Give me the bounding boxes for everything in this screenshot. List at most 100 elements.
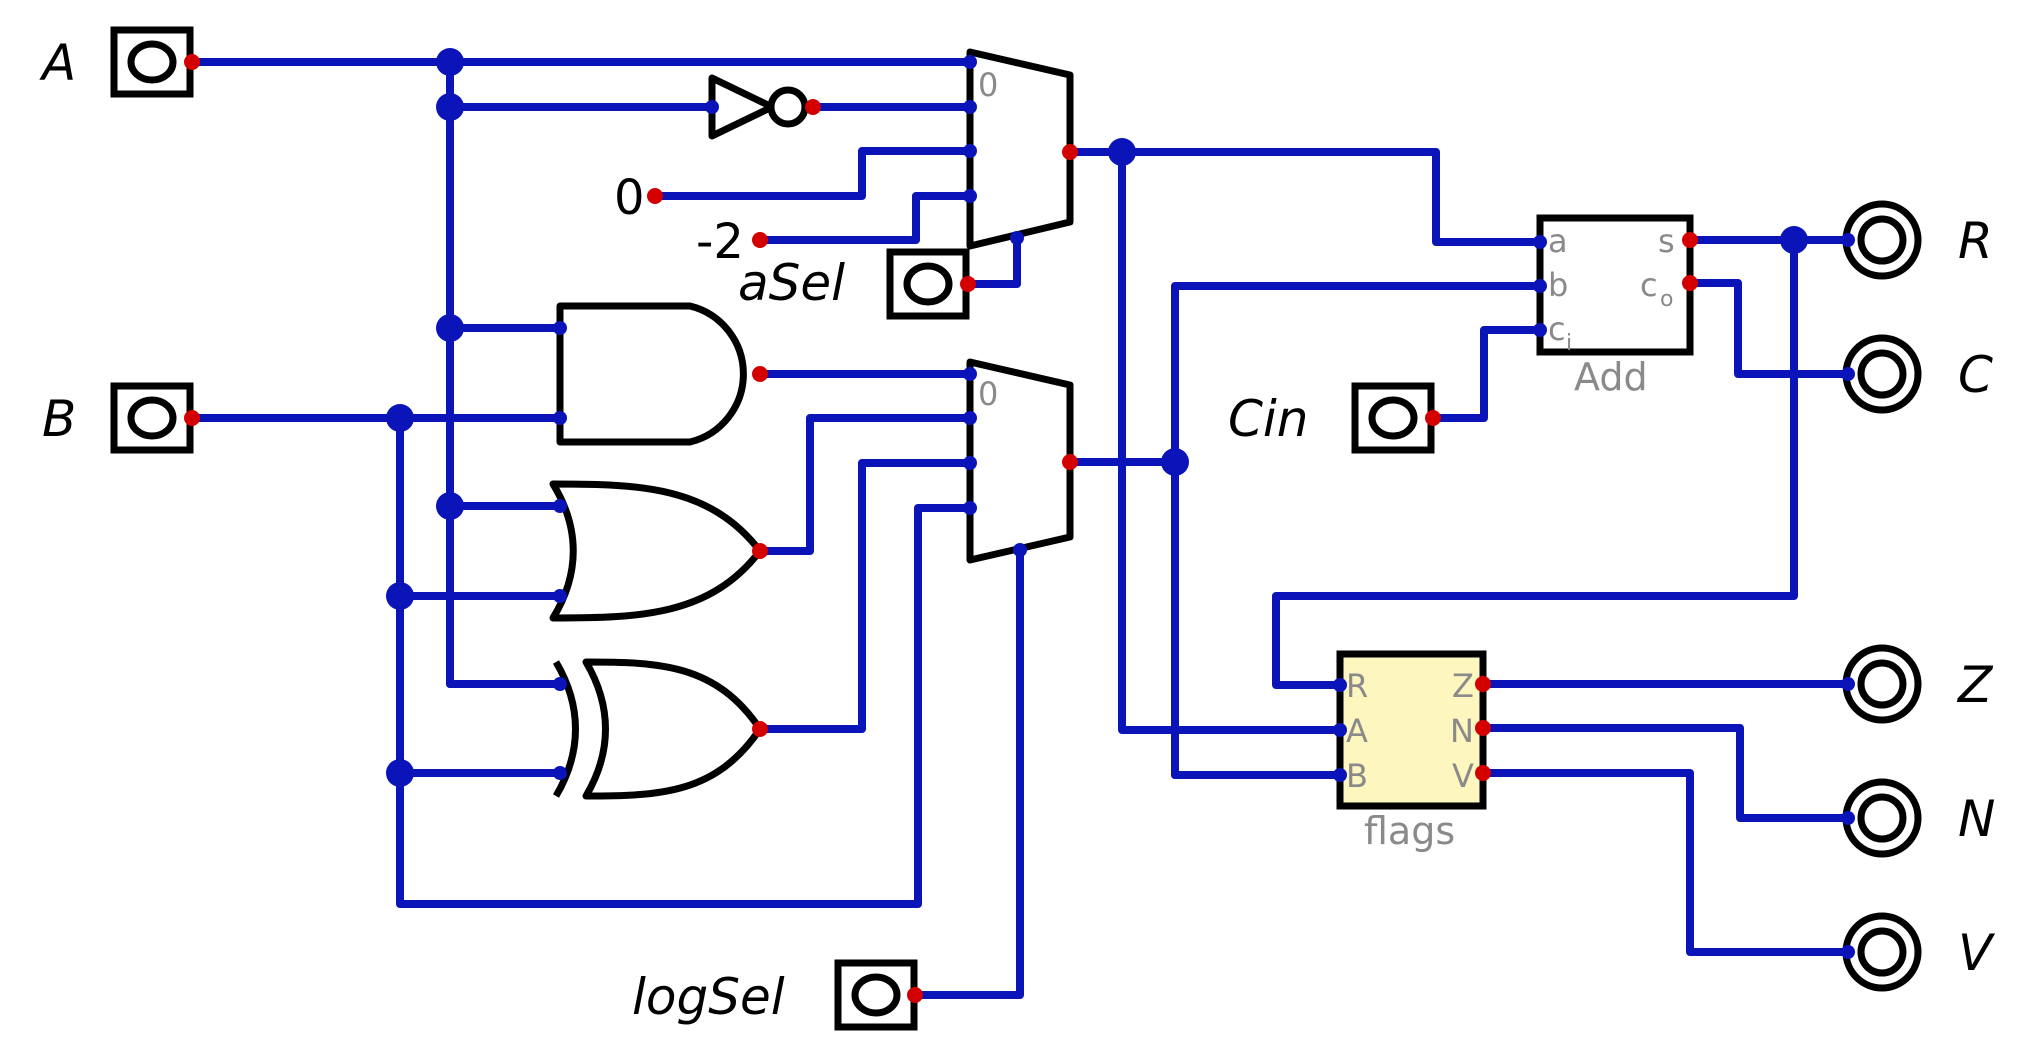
output-pin-dot [752,721,768,737]
and-gate-body [556,302,747,446]
output-pin-dot [1682,232,1698,248]
output-r-label: R [1958,212,1993,270]
input-pin-dot [1333,768,1347,782]
output-r[interactable]: R [1841,200,1993,280]
input-pin-dot [1533,235,1547,249]
xor-gate-back-curve [552,660,579,798]
junction [1108,138,1136,166]
input-pin-dot [963,411,977,425]
or-gate-body [549,480,764,622]
adder-pin-a-label: a [1548,222,1568,260]
output-c-label: C [1958,346,1993,404]
input-asel[interactable]: aSel [738,248,976,320]
junction [386,404,414,432]
input-pin-dot [1333,678,1347,692]
and-gate[interactable] [553,302,768,446]
input-pin-dot [963,189,977,203]
input-pin-dot [553,766,567,780]
mux-top[interactable]: 0 [963,48,1078,250]
junction [436,492,464,520]
input-cin-terminal-ring [1368,396,1418,440]
output-n-label: N [1958,790,1995,848]
output-v-terminal-inner [1857,927,1907,977]
output-pin-dot [1682,275,1698,291]
wire-r-to-flags [1272,236,1798,689]
input-logsel[interactable]: logSel [632,959,923,1031]
input-b-terminal-ring [127,396,177,440]
output-pin-dot [752,543,768,559]
output-pin-dot [1062,454,1078,470]
output-pin-dot [752,232,768,248]
output-pin-dot [960,276,976,292]
flags-name: flags [1364,809,1455,853]
input-pin-dot [1533,323,1547,337]
input-pin-dot [553,499,567,513]
wire-b-vertical-bus [396,414,974,908]
junction [1780,226,1808,254]
input-pin-dot [1841,233,1855,247]
adder-pin-ci-subscript: i [1566,331,1572,356]
input-pin-dot [553,321,567,335]
select-pin-dot [1013,543,1027,557]
input-pin-dot [553,589,567,603]
xor-gate[interactable] [552,658,768,800]
input-a-label: A [39,34,76,92]
wires [188,58,1852,999]
junctions [386,48,1808,787]
select-pin-dot [1010,231,1024,245]
wire-or-to-mux-bottom [756,414,974,555]
wire-xor-to-mux-bottom [756,459,974,733]
wire-logsel-to-mux-bottom [911,546,1024,999]
input-b[interactable]: B [42,382,200,454]
output-c[interactable]: C [1841,334,1993,414]
output-z-terminal-inner [1857,659,1907,709]
output-n[interactable]: N [1841,778,1995,858]
output-z-label: Z [1956,656,1994,714]
input-pin-dot [1841,945,1855,959]
input-pin-dot [963,501,977,515]
junction [436,314,464,342]
not-gate-bubble [767,86,809,128]
wire-cin-to-adder [1429,326,1544,422]
wire-constm2-to-mux-top [756,192,974,244]
input-cin[interactable]: Cin [1228,382,1441,454]
flags-pin-a-label: A [1346,712,1368,750]
input-asel-label: aSel [738,254,845,312]
input-pin-dot [553,677,567,691]
constant-minus-two: -2 [696,214,768,270]
junction [1161,448,1189,476]
output-pin-dot [907,987,923,1003]
mux-bottom-body [966,358,1074,564]
output-r-terminal-inner [1857,215,1907,265]
output-c-terminal-inner [1857,349,1907,399]
input-logsel-terminal-ring [851,973,901,1017]
mux-top-body [966,48,1074,250]
mux-bottom[interactable]: 0 [963,358,1078,564]
flags-pin-v-label: V [1452,757,1474,795]
output-pin-dot [647,188,663,204]
not-gate[interactable] [705,74,821,140]
input-pin-dot [963,100,977,114]
constant-minus-two-label: -2 [696,214,744,270]
output-v[interactable]: V [1841,912,1996,992]
input-logsel-label: logSel [632,968,785,1026]
adder-name: Add [1574,355,1648,399]
junction [386,759,414,787]
output-n-terminal-inner [1857,793,1907,843]
flags-pin-b-label: B [1346,757,1368,795]
output-pin-dot [1475,765,1491,781]
or-gate[interactable] [549,480,768,622]
input-pin-dot [1841,677,1855,691]
wire-mux-bottom-to-adder-b [1171,282,1544,779]
input-a[interactable]: A [39,26,200,98]
adder[interactable]: a b c i s c o Add [1533,214,1698,399]
output-z[interactable]: Z [1841,644,1994,724]
flags-pin-n-label: N [1450,712,1474,750]
input-pin-dot [1841,367,1855,381]
adder-pin-co-subscript: o [1660,287,1673,312]
flags-block[interactable]: R A B Z N V flags [1333,650,1491,853]
input-pin-dot [1841,811,1855,825]
junction [386,582,414,610]
adder-pin-b-label: b [1548,266,1568,304]
